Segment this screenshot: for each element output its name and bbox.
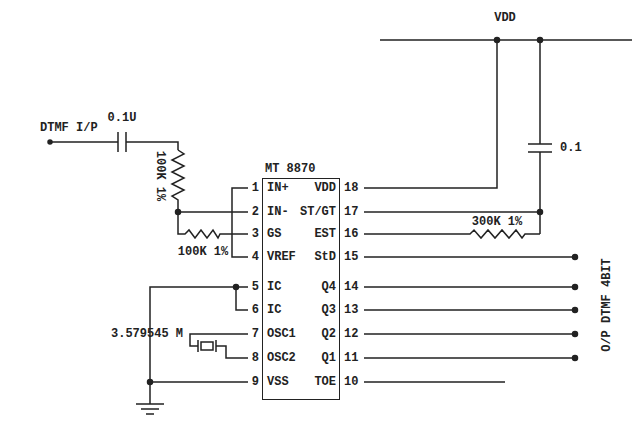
signal-name: DTMF I/P bbox=[40, 121, 98, 135]
pin-name: Q1 bbox=[322, 351, 336, 365]
pin-name: VSS bbox=[267, 375, 289, 389]
terminal-dot bbox=[573, 332, 578, 337]
pin-name: VDD bbox=[314, 181, 336, 195]
terminal-dot bbox=[573, 308, 578, 313]
pin-number: 15 bbox=[344, 250, 358, 264]
pin-name: IC bbox=[267, 303, 281, 317]
pin-name: IC bbox=[267, 280, 281, 294]
junction-dot bbox=[538, 38, 543, 43]
resistor-symbol bbox=[172, 150, 248, 212]
terminal-dot bbox=[573, 356, 578, 361]
pin-name: IN+ bbox=[267, 181, 289, 195]
wire bbox=[364, 211, 540, 213]
pin-number: 14 bbox=[344, 280, 358, 294]
junction-dot bbox=[538, 210, 543, 215]
pin-name: StD bbox=[314, 250, 336, 264]
component-value: 0.1 bbox=[560, 141, 582, 155]
pin-number: 12 bbox=[344, 327, 358, 341]
component-value: 300K 1% bbox=[472, 215, 522, 229]
pin-name: ST/GT bbox=[300, 205, 336, 219]
pin-number: 6 bbox=[252, 303, 259, 317]
component-value: 100K 1% bbox=[178, 245, 228, 259]
junction-dot bbox=[148, 380, 153, 385]
signal-name: O/P DTMF 4BIT bbox=[600, 258, 614, 352]
capacitor-symbol bbox=[528, 40, 552, 234]
pin-number: 9 bbox=[252, 375, 259, 389]
wire bbox=[190, 334, 248, 358]
junction-dot bbox=[234, 285, 239, 290]
pin-name: IN- bbox=[267, 205, 289, 219]
crystal-symbol bbox=[201, 342, 213, 350]
pin-number: 18 bbox=[344, 181, 358, 195]
terminal-dot bbox=[573, 285, 578, 290]
pin-name: GS bbox=[267, 227, 281, 241]
wire bbox=[364, 257, 575, 382]
pin-number: 13 bbox=[344, 303, 358, 317]
pin-number: 16 bbox=[344, 227, 358, 241]
wire bbox=[50, 132, 178, 152]
pin-number: 17 bbox=[344, 205, 358, 219]
signal-name: VDD bbox=[494, 11, 516, 25]
pin-name: Q4 bbox=[322, 280, 336, 294]
pin-name: OSC2 bbox=[267, 351, 296, 365]
resistor-symbol bbox=[364, 230, 540, 238]
pin-name: Q3 bbox=[322, 303, 336, 317]
pin-number: 11 bbox=[344, 351, 358, 365]
pin-number: 3 bbox=[252, 227, 259, 241]
ground-symbol bbox=[136, 404, 164, 414]
junction-dot bbox=[176, 210, 181, 215]
pin-name: VREF bbox=[267, 250, 296, 264]
pin-number: 7 bbox=[252, 327, 259, 341]
chip-name: MT 8870 bbox=[265, 162, 315, 176]
pin-number: 8 bbox=[252, 351, 259, 365]
pin-name: EST bbox=[314, 227, 336, 241]
component-value: 3.579545 M bbox=[111, 327, 183, 341]
component-value: 100K 1% bbox=[153, 151, 167, 201]
resistor-symbol bbox=[178, 212, 248, 238]
pin-name: TOE bbox=[314, 375, 336, 389]
pin-name: Q2 bbox=[322, 327, 336, 341]
pin-name: OSC1 bbox=[267, 327, 296, 341]
wire bbox=[232, 188, 248, 257]
wire bbox=[150, 287, 248, 404]
pin-number: 1 bbox=[252, 181, 259, 195]
pin-number: 10 bbox=[344, 375, 358, 389]
component-value: 0.1U bbox=[108, 111, 137, 125]
terminal-dot bbox=[573, 255, 578, 260]
junction-dot bbox=[495, 38, 500, 43]
pin-number: 4 bbox=[252, 250, 259, 264]
terminal-dot bbox=[48, 140, 52, 144]
wire bbox=[364, 40, 632, 188]
pin-number: 2 bbox=[252, 205, 259, 219]
pin-number: 5 bbox=[252, 280, 259, 294]
